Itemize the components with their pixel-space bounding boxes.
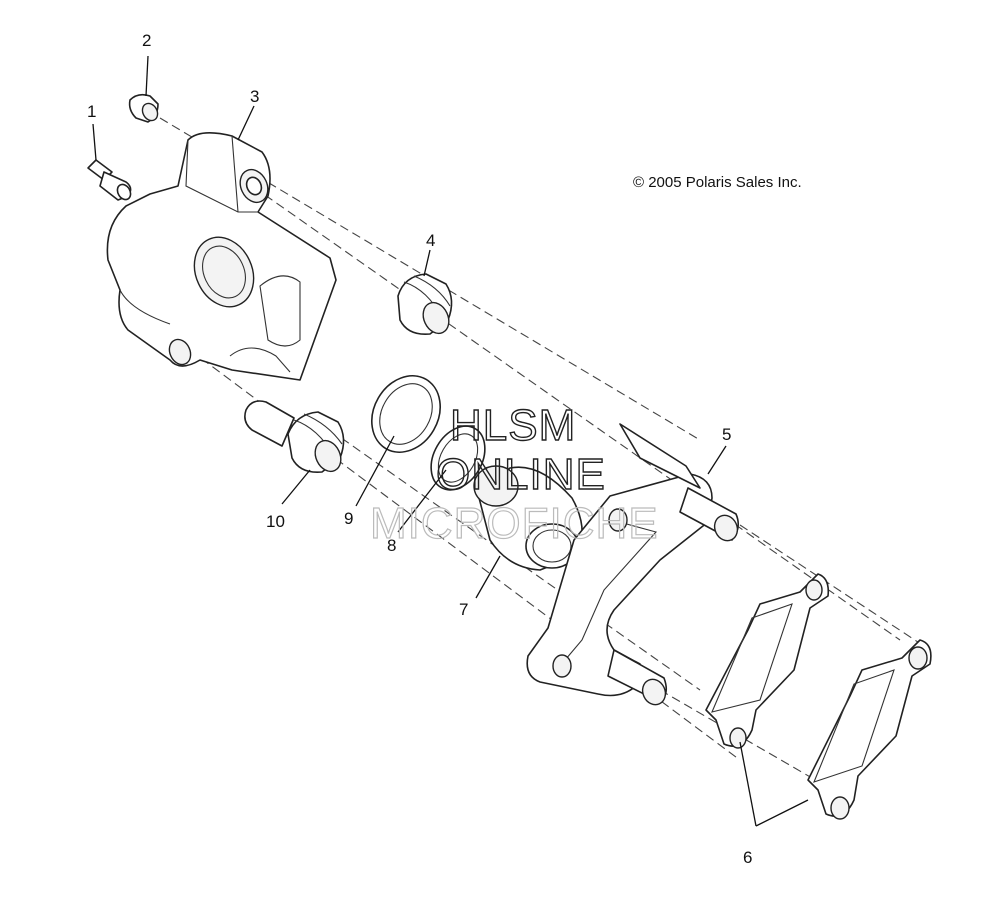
part-7-piston xyxy=(473,465,583,571)
callout-2: 2 xyxy=(142,31,151,50)
part-9-seal-ring xyxy=(371,375,441,453)
part-6-brake-pads xyxy=(705,573,932,820)
callout-5: 5 xyxy=(722,425,731,444)
part-8-seal-ring xyxy=(430,425,486,491)
callout-9: 9 xyxy=(344,509,353,528)
callout-leaders xyxy=(92,55,809,827)
part-4-pin-boot xyxy=(397,273,453,336)
callout-4: 4 xyxy=(426,231,435,250)
watermark-line-1: HLSM xyxy=(450,401,576,450)
callout-numbers: 1 2 3 4 5 6 7 8 9 10 xyxy=(87,31,752,867)
callout-6: 6 xyxy=(743,848,752,867)
watermark-line-2: ONLINE xyxy=(436,450,606,499)
watermark-line-3: MICROFICHE xyxy=(370,499,659,548)
callout-7: 7 xyxy=(459,600,468,619)
callout-8: 8 xyxy=(387,536,396,555)
part-5-mounting-bracket xyxy=(526,423,740,706)
part-3-caliper-body xyxy=(106,132,337,381)
callout-10: 10 xyxy=(266,512,285,531)
callout-3: 3 xyxy=(250,87,259,106)
part-10-pin-with-boot xyxy=(244,400,345,474)
part-1-bleeder-screw xyxy=(87,159,132,201)
callout-1: 1 xyxy=(87,102,96,121)
part-2-cap xyxy=(128,93,159,123)
copyright-notice: © 2005 Polaris Sales Inc. xyxy=(633,174,802,191)
watermark: HLSM ONLINE MICROFICHE xyxy=(369,400,659,548)
